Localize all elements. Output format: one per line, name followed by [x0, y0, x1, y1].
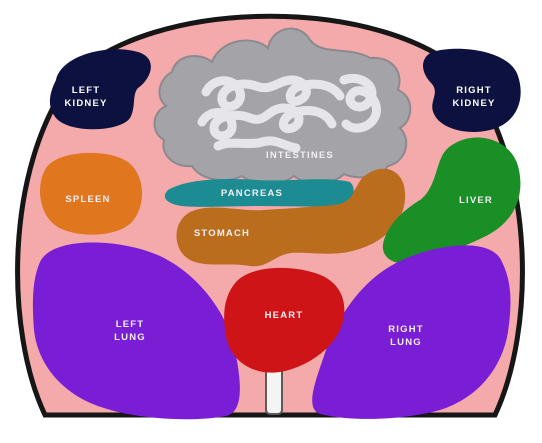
right-lung-label-line1: RIGHT: [388, 324, 424, 335]
heart-label: HEART: [265, 310, 304, 321]
right-kidney-label-line2: KIDNEY: [452, 98, 495, 109]
right-lung-label-line2: LUNG: [390, 337, 422, 348]
pancreas-label: PANCREAS: [221, 188, 283, 199]
spleen-label: SPLEEN: [65, 194, 110, 205]
left-kidney-label-line1: LEFT: [72, 85, 101, 96]
intestines-label: INTESTINES: [266, 150, 334, 161]
left-kidney-label-line2: KIDNEY: [64, 98, 107, 109]
liver-label: LIVER: [459, 195, 493, 206]
left-lung-label-line1: LEFT: [116, 319, 145, 330]
left-lung-label-line2: LUNG: [114, 332, 146, 343]
stomach-label: STOMACH: [194, 228, 250, 239]
right-kidney-label-line1: RIGHT: [456, 85, 492, 96]
